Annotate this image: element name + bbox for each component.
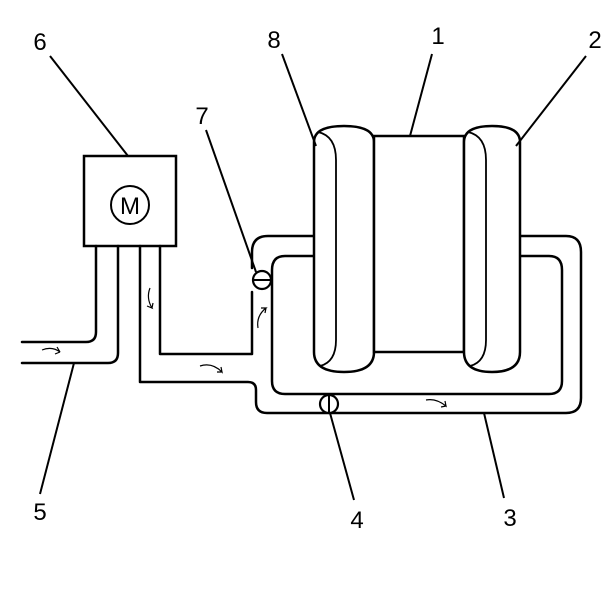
leader-line-4 bbox=[329, 412, 355, 501]
callout-1: 1 bbox=[431, 23, 444, 50]
callout-7: 7 bbox=[195, 103, 208, 130]
loop-outer-left-wall bbox=[250, 234, 316, 270]
inlet-pipe-lower-wall bbox=[20, 244, 120, 365]
callout-2: 2 bbox=[588, 27, 601, 54]
outlet-pipe-inner-wall bbox=[158, 244, 254, 356]
leader-line-6 bbox=[49, 55, 129, 157]
motor-symbol-icon bbox=[110, 185, 150, 225]
leader-line-1 bbox=[409, 53, 433, 137]
flow-arrow-icon bbox=[41, 346, 61, 355]
flow-arrow-icon bbox=[257, 307, 268, 329]
outlet-pipe bbox=[138, 234, 583, 415]
right-cylinder-highlight bbox=[467, 131, 487, 367]
leader-line-7 bbox=[205, 129, 257, 273]
inlet-pipe-upper-wall bbox=[20, 244, 98, 344]
flow-arrow-icon bbox=[425, 399, 447, 408]
left-cylinder-highlight bbox=[317, 131, 337, 367]
valve-7-icon bbox=[251, 269, 273, 291]
right-cylinder bbox=[462, 124, 522, 374]
callout-4: 4 bbox=[350, 507, 363, 534]
valve-4-icon bbox=[318, 393, 340, 415]
callout-8: 8 bbox=[267, 27, 280, 54]
center-block-body bbox=[372, 134, 466, 354]
callout-labels: 1 2 3 4 5 6 7 8 bbox=[33, 23, 601, 534]
flow-arrow-icon bbox=[146, 287, 154, 310]
flow-arrow-icon bbox=[199, 364, 223, 374]
center-block bbox=[372, 134, 466, 354]
left-cylinder bbox=[312, 124, 376, 374]
left-cylinder-body bbox=[312, 124, 376, 374]
right-cylinder-body bbox=[462, 124, 522, 374]
motor-unit: M bbox=[82, 154, 178, 248]
loop-inner-wall bbox=[270, 254, 564, 396]
callout-6: 6 bbox=[33, 29, 46, 56]
flow-arrows bbox=[41, 287, 447, 408]
callout-3: 3 bbox=[503, 505, 516, 532]
leader-line-5 bbox=[39, 362, 75, 495]
leader-line-3 bbox=[483, 412, 505, 499]
motor-label: M bbox=[120, 193, 140, 220]
callout-5: 5 bbox=[33, 499, 46, 526]
leader-line-8 bbox=[281, 53, 317, 147]
inlet-pipe bbox=[20, 244, 120, 365]
circulation-loop bbox=[250, 234, 564, 396]
motor-housing bbox=[82, 154, 178, 248]
leader-lines bbox=[39, 53, 587, 501]
leader-line-2 bbox=[515, 55, 587, 147]
outlet-pipe-outer-wall bbox=[138, 234, 583, 415]
